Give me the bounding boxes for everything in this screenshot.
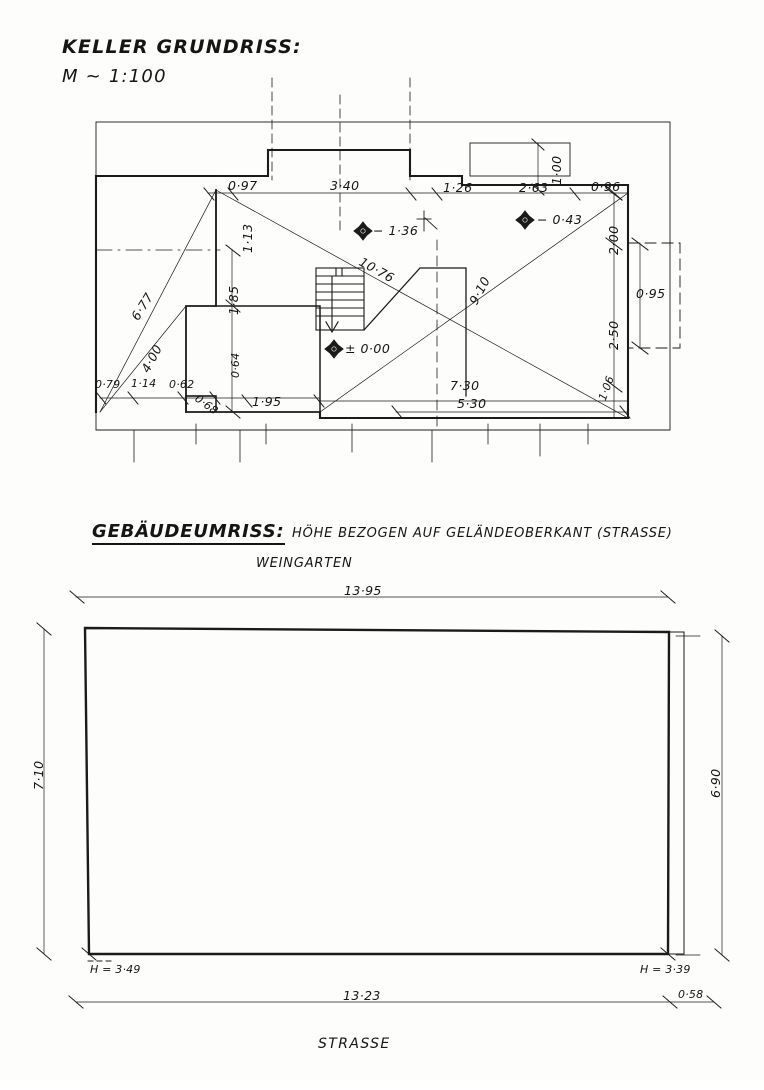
level-marker-zero: ± 0·00: [345, 341, 391, 356]
outline-dimension-bottom: 13·23: [343, 988, 381, 1003]
dimension-0-96: 0·96: [591, 179, 621, 194]
dimension-1-14: 1·14: [131, 377, 157, 390]
street-label: STRASSE: [318, 1036, 391, 1052]
height-right-label: H = 3·39: [640, 963, 691, 976]
location-name: WEINGARTEN: [256, 556, 353, 571]
level-marker-minus-0-43: − 0·43: [537, 212, 583, 227]
outline-dimension-right: 6·90: [708, 768, 723, 798]
outline-dimension-top: 13·95: [344, 583, 382, 598]
outline-dimension-bottom-right: 0·58: [678, 988, 704, 1001]
basement-floor-plan-drawing: [94, 77, 681, 463]
dimension-0-64: 0·64: [229, 352, 242, 378]
dimension-0-79: 0·79: [95, 378, 121, 391]
dimension-2-63: 2·63: [519, 180, 549, 195]
building-outline-drawing: [36, 590, 730, 1009]
dimension-7-30: 7·30: [450, 378, 480, 393]
dimension-1-00: 1·00: [549, 155, 564, 185]
plan-scale-label: M ~ 1:100: [62, 66, 167, 87]
dimension-2-00: 2·00: [606, 225, 621, 255]
dimension-5-30: 5·30: [457, 396, 487, 411]
dimension-1-85: 1·85: [226, 285, 241, 315]
dimension-1-95: 1·95: [252, 394, 282, 409]
dimension-0-97: 0·97: [228, 178, 258, 193]
page-title: KELLER GRUNDRISS:: [62, 36, 302, 58]
dimension-1-13: 1·13: [240, 223, 255, 253]
dimension-2-50: 2·50: [606, 320, 621, 350]
building-outline-heading: GEBÄUDEUMRISS:: [92, 521, 285, 545]
outline-dimension-left: 7·10: [31, 760, 46, 790]
height-reference-note: HÖHE BEZOGEN AUF GELÄNDEOBERKANT (STRASS…: [292, 526, 673, 541]
dimension-0-62: 0·62: [169, 378, 195, 391]
dimension-3-40: 3·40: [330, 178, 360, 193]
dimension-0-95: 0·95: [636, 286, 666, 301]
height-left-label: H = 3·49: [90, 963, 141, 976]
level-marker-minus-1-36: − 1·36: [373, 223, 419, 238]
dimension-1-26: 1·26: [443, 180, 473, 195]
